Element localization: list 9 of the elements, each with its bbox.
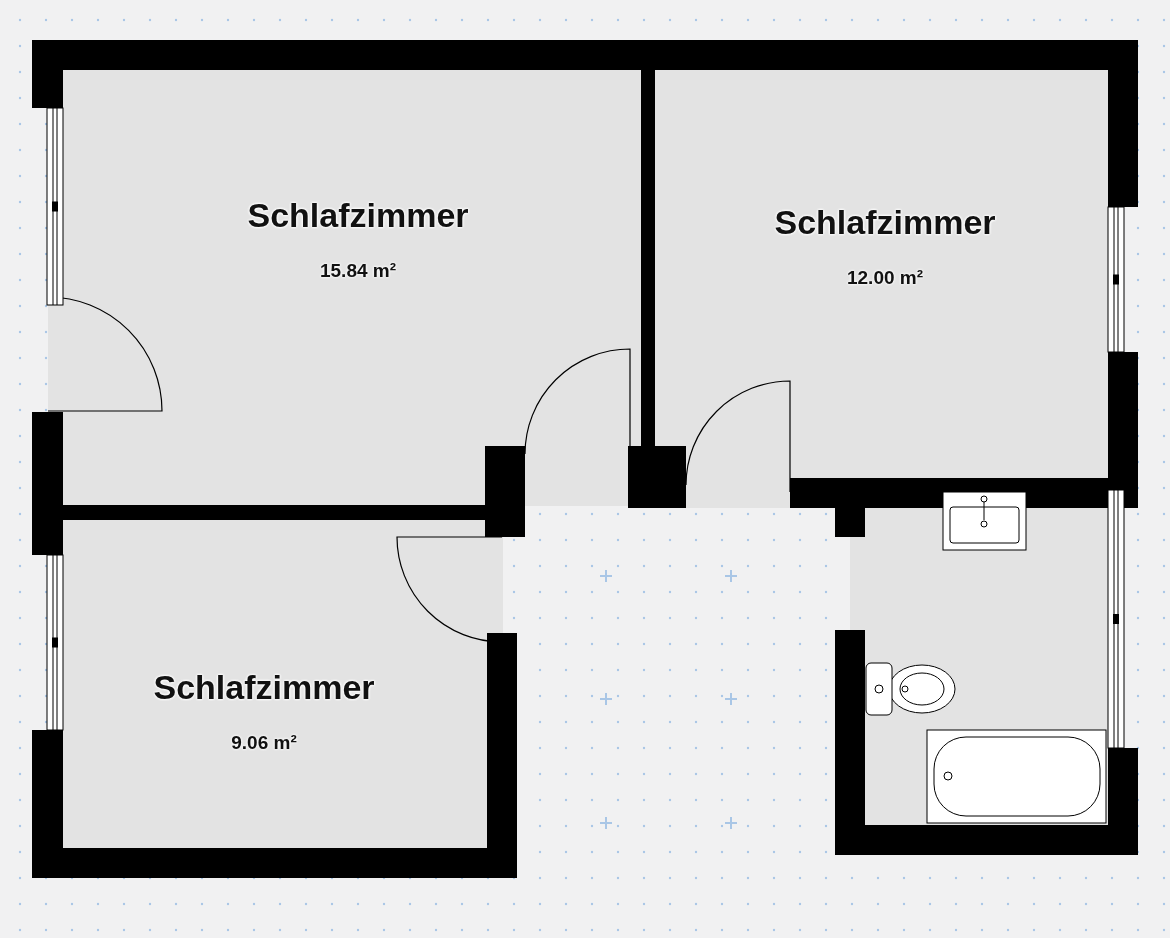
room-name: Schlafzimmer: [774, 202, 996, 242]
room-name: Schlafzimmer: [153, 667, 375, 707]
room-name: Schlafzimmer: [247, 195, 469, 235]
room-area: 12.00 m²: [846, 266, 923, 290]
room-floor: [655, 70, 1108, 478]
room-floor: [63, 70, 641, 506]
room-area: 15.84 m²: [319, 259, 396, 283]
room-floor: [63, 520, 487, 848]
room-area: 9.06 m²: [231, 731, 297, 755]
